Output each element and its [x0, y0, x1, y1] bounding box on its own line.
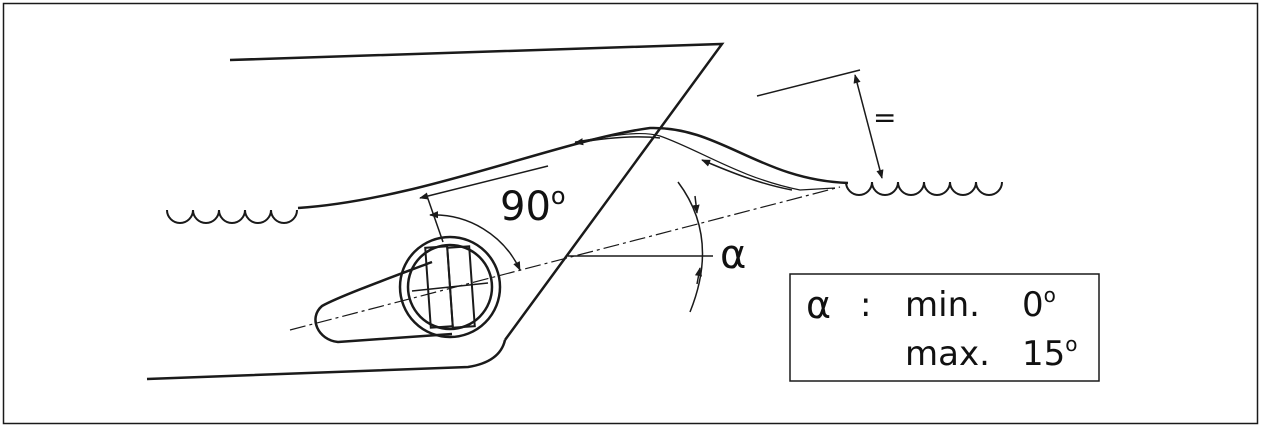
- thruster-centerline: [289, 186, 841, 331]
- flow-arrow-lower-left: [419, 165, 549, 200]
- hull-bottom-line: [146, 339, 507, 381]
- angle-90-label: 90o: [500, 182, 566, 230]
- flow-arrows: [419, 136, 793, 200]
- spec-separator: :: [860, 285, 871, 325]
- spec-max-value: 15o: [1022, 332, 1078, 374]
- angle-90-arc: [429, 211, 521, 271]
- perpendicular-dimension: [426, 195, 521, 271]
- flow-arrow-right: [701, 159, 793, 191]
- spec-min-value: 0o: [1022, 283, 1056, 325]
- water-scallops-right: [845, 181, 1003, 196]
- thruster-hub-line: [411, 282, 489, 292]
- water-scallops-left: [166, 209, 298, 224]
- wave-inner-line: [574, 132, 836, 191]
- tunnel-housing: [314, 260, 453, 344]
- wave-profile: [297, 126, 849, 210]
- spec-max-label: max.: [905, 334, 990, 374]
- alpha-angle-dimension: [568, 181, 713, 313]
- alpha-label: α: [720, 232, 746, 278]
- thruster-tunnel: [314, 235, 502, 344]
- flow-arrow-crest: [574, 136, 661, 146]
- alpha-arrow-top: [692, 195, 700, 214]
- spec-min-label: min.: [905, 285, 980, 325]
- perpendicular-extension-line: [426, 195, 444, 243]
- equal-dimension: [756, 69, 884, 179]
- alpha-arc: [677, 181, 704, 313]
- equal-dimension-line: [853, 74, 884, 179]
- water-surface: [166, 126, 1003, 224]
- angle-spec-box: α : min. 0o max. 15o: [789, 273, 1100, 382]
- equal-label: =: [873, 101, 896, 134]
- equal-extension-line: [756, 69, 861, 97]
- spec-box-border: [789, 273, 1100, 382]
- hull-top-and-bow-line: [229, 42, 725, 341]
- spec-symbol: α: [806, 283, 831, 327]
- hull-outline: [146, 42, 725, 381]
- alpha-arrow-bottom: [694, 267, 703, 285]
